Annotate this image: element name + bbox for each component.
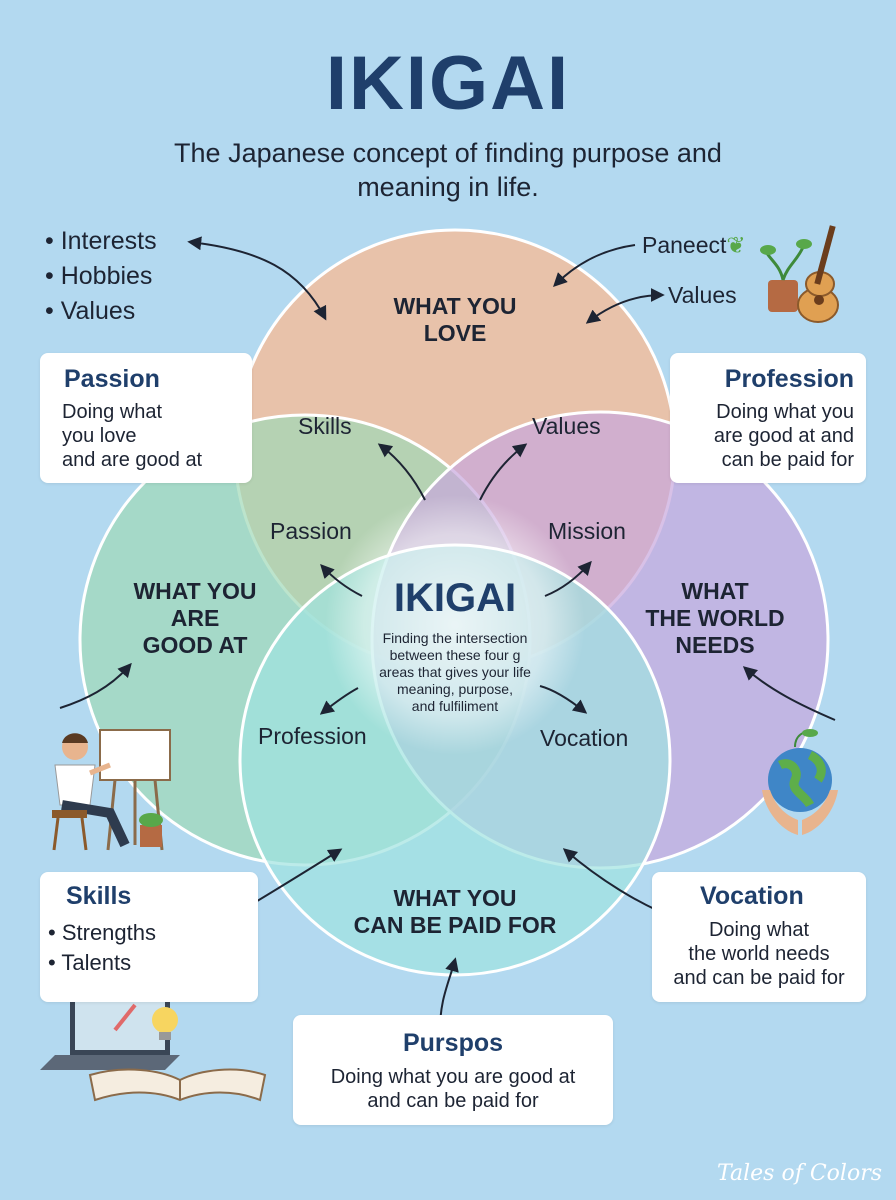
inner-label-vocation: Vocation: [540, 725, 629, 751]
arrow-mission: [544, 560, 592, 597]
inner-label-values: Values: [532, 413, 601, 439]
label-what-you-can-be-paid-for: WHAT YOU CAN BE PAID FOR: [353, 885, 557, 938]
arrow-world-needs: [742, 666, 836, 721]
list-item: Values: [45, 294, 157, 329]
inner-label-profession: Profession: [258, 723, 367, 749]
guitar-plant-icon: [760, 225, 839, 323]
top-right-item-paneect: Paneect❦: [642, 232, 746, 258]
arrow-skills: [377, 443, 426, 501]
card-skills: Skills • Strengths • Talents: [40, 872, 258, 1002]
laptop-book-lightbulb-icon: [40, 995, 267, 1102]
list-item: Hobbies: [45, 259, 157, 294]
list-item: • Strengths: [48, 920, 156, 945]
arrow-good-at: [59, 662, 132, 709]
card-purspos-body: Doing what you are good at and can be pa…: [330, 1066, 576, 1112]
center-description: Finding the intersection between these f…: [379, 630, 531, 714]
arrow-interests: [187, 236, 327, 321]
leaf-icon: ❦: [726, 232, 746, 258]
card-vocation: Vocation Doing what the world needs and …: [652, 872, 866, 1002]
artist-at-easel-icon: [52, 729, 171, 851]
inner-label-mission: Mission: [548, 518, 626, 544]
top-left-list: Interests Hobbies Values: [45, 224, 157, 329]
globe-in-hands-icon: [762, 729, 838, 835]
center-glow: [325, 495, 585, 755]
label-what-the-world-needs: WHAT THE WORLD NEEDS: [645, 578, 785, 658]
circles-group: [78, 228, 830, 977]
subtitle: The Japanese concept of finding purpose …: [174, 138, 722, 202]
arrow-profession: [319, 687, 359, 715]
page-title: IKIGAI: [325, 41, 571, 126]
card-profession: Profession Doing what you are good at an…: [670, 353, 866, 483]
card-profession-head: Profession: [724, 365, 854, 393]
inner-label-passion: Passion: [270, 518, 352, 544]
card-passion-head: Passion: [64, 365, 160, 393]
card-skills-body: • Strengths • Talents: [48, 918, 156, 978]
card-vocation-head: Vocation: [700, 882, 804, 910]
card-passion: Passion Doing what you love and are good…: [40, 353, 252, 483]
card-purspos: Purspos Doing what you are good at and c…: [293, 1015, 613, 1125]
arrow-vocation: [539, 685, 588, 714]
card-passion-body: Doing what you love and are good at: [62, 401, 203, 471]
signature: Tales of Colors: [717, 1161, 882, 1186]
card-skills-head: Skills: [66, 882, 132, 910]
inner-label-skills: Skills: [298, 413, 352, 439]
top-right-item-values: Values: [668, 282, 737, 308]
card-profession-body: Doing what you are good at and can be pa…: [713, 401, 854, 471]
label-what-you-love: WHAT YOU LOVE: [393, 293, 517, 346]
arrow-values-top: [585, 288, 665, 324]
center-title: IKIGAI: [393, 576, 517, 620]
card-vocation-body: Doing what the world needs and can be pa…: [673, 919, 845, 989]
arrow-values-inner: [479, 443, 528, 501]
arrow-paneect: [553, 244, 636, 287]
label-what-you-are-good-at: WHAT YOU ARE GOOD AT: [133, 578, 257, 658]
arrow-passion: [320, 563, 363, 597]
card-purspos-head: Purspos: [402, 1029, 504, 1057]
list-item: • Talents: [48, 950, 132, 975]
list-item: Interests: [45, 224, 157, 259]
